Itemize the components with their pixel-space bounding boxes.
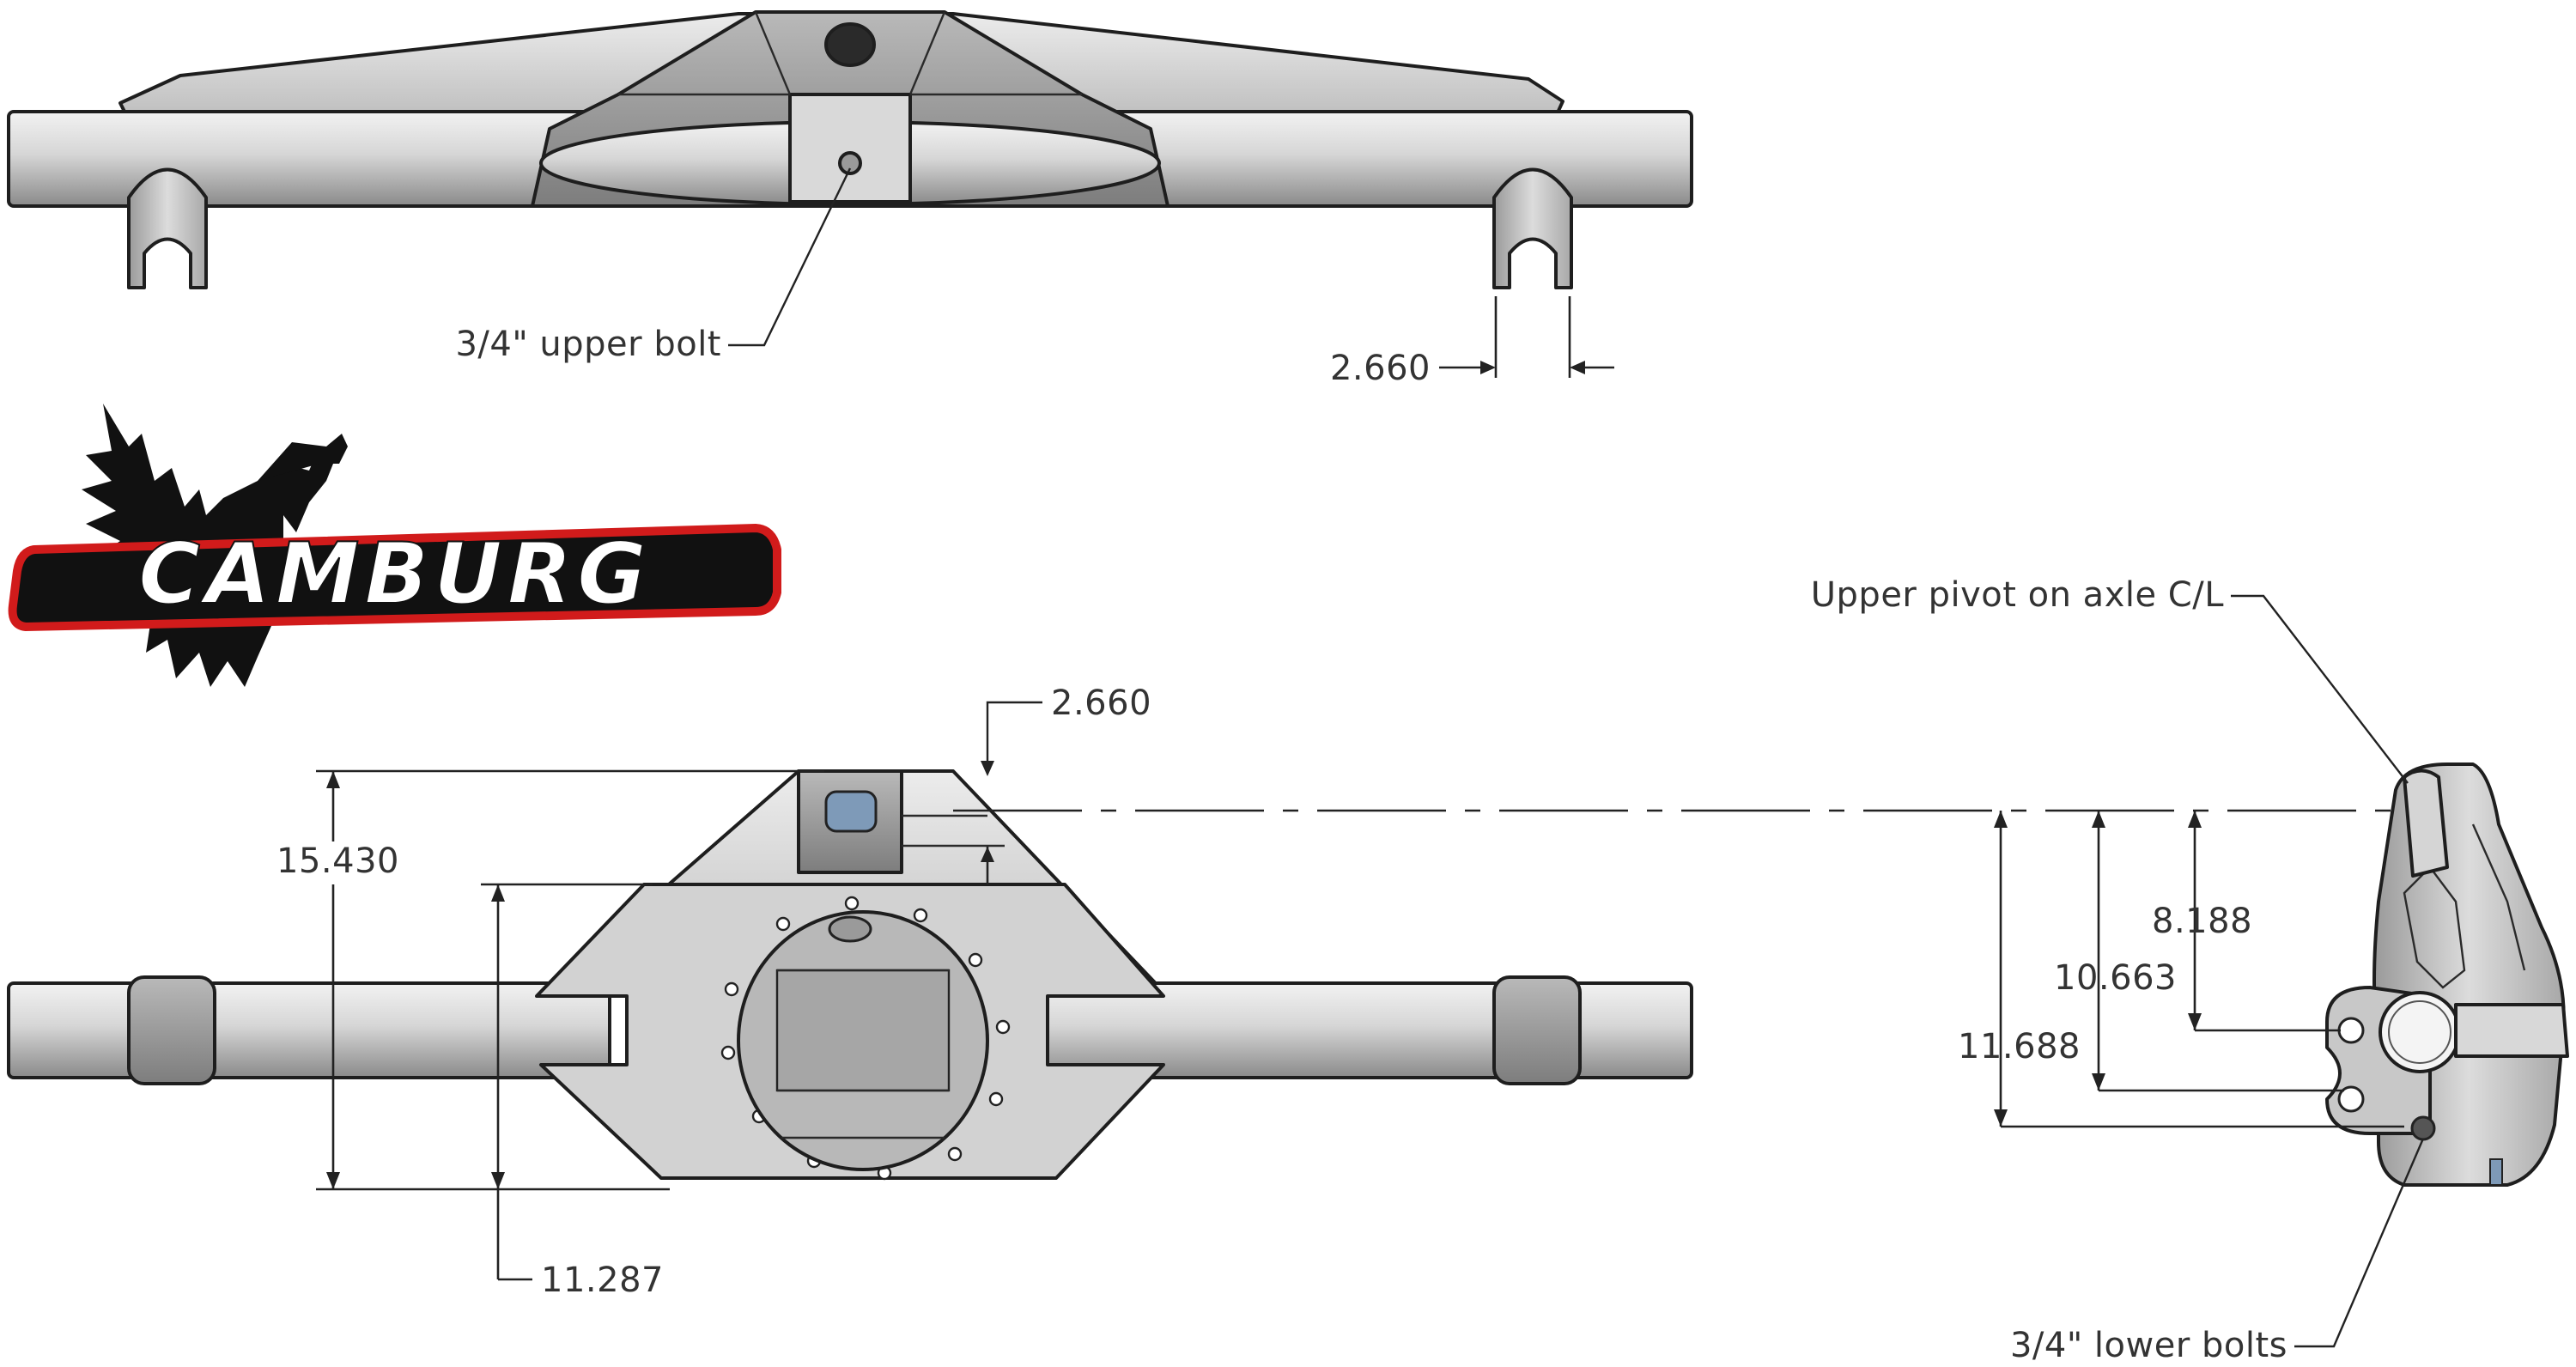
top-left-link-mount [127, 167, 208, 289]
side-upper-lower-bolt-hole [2337, 1017, 2365, 1044]
front-left-sleeve [127, 975, 216, 1085]
camburg-logo: CAMBURG [8, 404, 781, 687]
label-dim-c: 11.688 [1958, 1027, 2081, 1066]
label-lower-bolts: 3/4" lower bolts [2010, 1326, 2287, 1365]
side-upper-pivot [2403, 769, 2449, 878]
label-overall-height: 15.430 [276, 841, 399, 881]
top-view: 3/4" upper bolt 2.660 [7, 10, 1693, 388]
side-truss-arm [2454, 1003, 2569, 1058]
front-view: 2.660 15.430 11.287 [7, 684, 2456, 1300]
side-lower-bolt-hole [2337, 1085, 2365, 1113]
top-upper-bolt-hole [838, 151, 862, 175]
label-dim-a: 8.188 [2152, 902, 2252, 941]
front-right-sleeve [1492, 975, 1582, 1085]
side-view: 11.688 10.663 8.188 Upper pivot on axle … [1811, 575, 2569, 1365]
front-upper-bushing [824, 790, 878, 833]
label-dim-b: 10.663 [2054, 958, 2177, 998]
front-fill-plug [828, 915, 872, 943]
top-center-block [788, 93, 912, 204]
label-upper-pivot: Upper pivot on axle C/L [1811, 575, 2224, 615]
label-top-bracket-width: 2.660 [1330, 349, 1431, 388]
label-upper-bolt: 3/4" upper bolt [455, 325, 721, 364]
front-diff-carrier [775, 969, 951, 1092]
label-lower-height: 11.287 [541, 1261, 664, 1300]
logo-brand-text: CAMBURG [138, 526, 651, 623]
front-left-tube [7, 981, 611, 1079]
side-axle-tube [2379, 991, 2461, 1073]
top-fill-plug [824, 22, 876, 67]
side-bottom-bolt-hole [2410, 1115, 2436, 1141]
label-front-top-offset: 2.660 [1051, 684, 1151, 723]
top-right-link-mount [1492, 167, 1573, 289]
logo-badge [8, 523, 781, 632]
